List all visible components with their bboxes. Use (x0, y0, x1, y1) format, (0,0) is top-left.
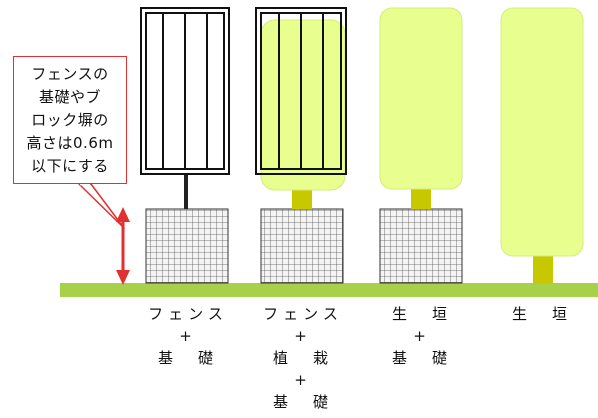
column-hedge-foundation (379, 7, 463, 284)
caption-hedge: 生 垣 (487, 303, 597, 325)
caption-line: 基 礎 (272, 393, 333, 411)
caption-line: 生 垣 (391, 305, 452, 323)
caption-fence-planting-foundation: フェンス + 植 栽 + 基 礎 (248, 303, 358, 413)
caption-line: + (294, 371, 312, 389)
note-line: 基礎やブ (38, 87, 101, 106)
hedge-trunk (411, 187, 431, 209)
fence-panel-overlay (255, 7, 347, 175)
caption-line: 基 礎 (391, 349, 452, 367)
planting-foundation-block (260, 208, 344, 284)
note-line: 高さは0.6m (26, 133, 114, 152)
hedge-foundation-block (379, 208, 463, 284)
planting-foliage (260, 19, 346, 191)
note-line: ロック塀の (31, 110, 109, 129)
caption-fence-foundation: フェンス + 基 礎 (133, 303, 243, 369)
note-line: 以下にする (31, 156, 109, 175)
caption-line: + (413, 327, 431, 345)
note-line: フェンスの (31, 64, 109, 83)
ground (60, 283, 598, 297)
fence-foundation-block (145, 208, 229, 284)
height-note-box: フェンスの 基礎やブ ロック塀の 高さは0.6m 以下にする (13, 56, 127, 184)
fence-panel (140, 7, 230, 175)
height-arrow (116, 207, 130, 285)
hedge-trunk-tall (533, 254, 553, 284)
column-fence-foundation (140, 7, 230, 284)
caption-line: + (294, 327, 312, 345)
fence-post (184, 174, 188, 209)
caption-hedge-foundation: 生 垣 + 基 礎 (367, 303, 477, 369)
caption-line: 基 礎 (157, 349, 218, 367)
caption-line: フェンス (148, 305, 228, 323)
hedge-foliage (379, 7, 463, 190)
caption-line: フェンス (263, 305, 343, 323)
column-fence-planting-foundation (255, 7, 347, 284)
caption-line: 植 栽 (272, 349, 333, 367)
column-hedge (500, 7, 584, 284)
caption-line: 生 垣 (511, 305, 572, 323)
planting-trunk (292, 188, 312, 209)
hedge-foliage-tall (500, 7, 584, 257)
caption-line: + (179, 327, 197, 345)
